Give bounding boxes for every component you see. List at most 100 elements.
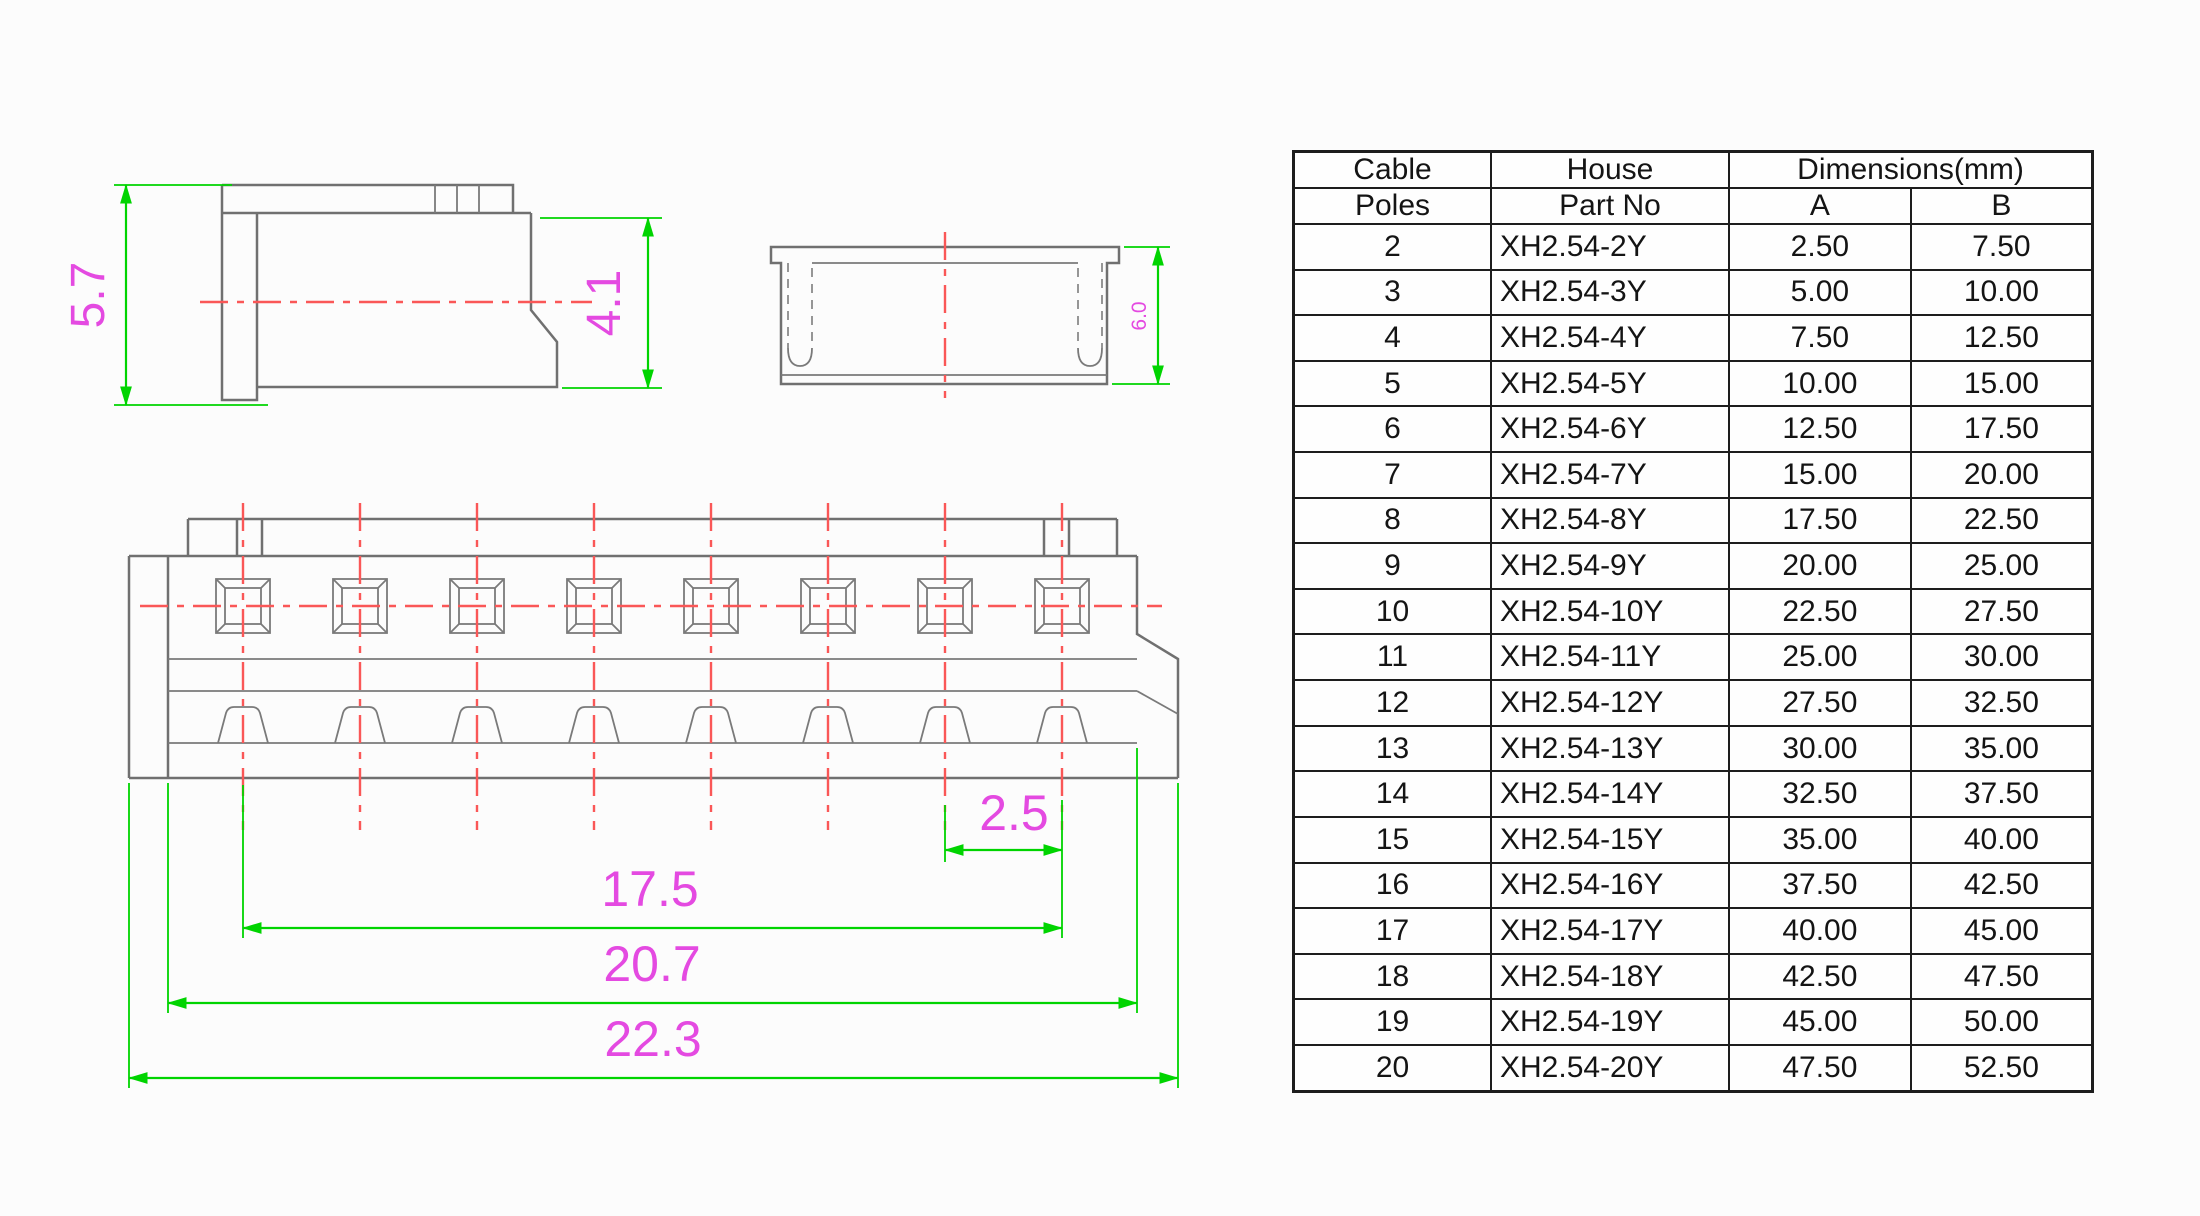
cell-part-no: XH2.54-4Y xyxy=(1490,314,1730,362)
cell-poles: 11 xyxy=(1292,633,1492,682)
table-header-row-1: Cable House Dimensions(mm) xyxy=(1292,150,2094,189)
cell-dim-b: 25.00 xyxy=(1909,542,2094,590)
table-header-row-2: Poles Part No A B xyxy=(1292,187,2094,225)
dim-label-pin-span: 17.5 xyxy=(601,861,698,917)
cell-dim-b: 40.00 xyxy=(1909,815,2094,864)
cell-dim-b: 30.00 xyxy=(1909,633,2094,682)
cell-dim-b: 32.50 xyxy=(1909,679,2094,727)
cell-dim-b: 42.50 xyxy=(1909,861,2094,910)
cell-dim-b: 15.00 xyxy=(1909,359,2094,408)
cell-dim-a: 15.00 xyxy=(1728,451,1912,499)
cell-part-no: XH2.54-14Y xyxy=(1490,770,1730,818)
cell-part-no: XH2.54-3Y xyxy=(1490,268,1730,317)
cell-part-no: XH2.54-2Y xyxy=(1490,223,1730,271)
cell-poles: 20 xyxy=(1292,1043,1492,1093)
header-part-no: Part No xyxy=(1490,187,1730,225)
dim-label-body-height: 4.1 xyxy=(578,270,631,337)
cell-dim-b: 52.50 xyxy=(1909,1043,2094,1093)
header-cable: Cable xyxy=(1292,150,1492,189)
cell-poles: 18 xyxy=(1292,952,1492,1001)
cell-part-no: XH2.54-15Y xyxy=(1490,815,1730,864)
cell-dim-a: 27.50 xyxy=(1728,679,1912,727)
cell-dim-b: 22.50 xyxy=(1909,496,2094,545)
cell-poles: 10 xyxy=(1292,587,1492,636)
cell-part-no: XH2.54-10Y xyxy=(1490,587,1730,636)
cell-dim-a: 42.50 xyxy=(1728,952,1912,1001)
part-dimensions-table: Cable House Dimensions(mm) Poles Part No… xyxy=(1292,150,2094,1093)
dim-label-pitch: 2.5 xyxy=(979,785,1049,841)
cell-poles: 12 xyxy=(1292,679,1492,727)
cell-poles: 19 xyxy=(1292,998,1492,1046)
cell-dim-a: 47.50 xyxy=(1728,1043,1912,1093)
cell-dim-b: 37.50 xyxy=(1909,770,2094,818)
dim-label-overall-height: 5.7 xyxy=(62,262,115,329)
cell-poles: 7 xyxy=(1292,451,1492,499)
cell-part-no: XH2.54-8Y xyxy=(1490,496,1730,545)
cell-dim-b: 35.00 xyxy=(1909,724,2094,773)
cell-part-no: XH2.54-7Y xyxy=(1490,451,1730,499)
dim-label-body-width: 20.7 xyxy=(603,936,700,992)
cell-part-no: XH2.54-18Y xyxy=(1490,952,1730,1001)
cell-dim-a: 5.00 xyxy=(1728,268,1912,317)
cell-dim-b: 50.00 xyxy=(1909,998,2094,1046)
cell-part-no: XH2.54-20Y xyxy=(1490,1043,1730,1093)
cell-dim-a: 22.50 xyxy=(1728,587,1912,636)
plan-view: 2.5 17.5 20.7 22.3 xyxy=(127,501,1180,1088)
cell-part-no: XH2.54-13Y xyxy=(1490,724,1730,773)
cell-dim-a: 40.00 xyxy=(1728,907,1912,955)
cell-poles: 14 xyxy=(1292,770,1492,818)
cell-dim-a: 45.00 xyxy=(1728,998,1912,1046)
cell-dim-a: 10.00 xyxy=(1728,359,1912,408)
dim-label-overall-width: 22.3 xyxy=(604,1011,701,1067)
header-poles: Poles xyxy=(1292,187,1492,225)
cell-dim-a: 12.50 xyxy=(1728,405,1912,454)
header-dimensions: Dimensions(mm) xyxy=(1728,150,2094,189)
cell-poles: 16 xyxy=(1292,861,1492,910)
cell-dim-b: 20.00 xyxy=(1909,451,2094,499)
cell-dim-b: 45.00 xyxy=(1909,907,2094,955)
spec-table-container: Cable House Dimensions(mm) Poles Part No… xyxy=(1292,150,2094,1093)
cell-poles: 6 xyxy=(1292,405,1492,454)
cell-poles: 8 xyxy=(1292,496,1492,545)
cell-dim-b: 27.50 xyxy=(1909,587,2094,636)
cell-part-no: XH2.54-5Y xyxy=(1490,359,1730,408)
cell-dim-a: 25.00 xyxy=(1728,633,1912,682)
cell-part-no: XH2.54-12Y xyxy=(1490,679,1730,727)
cell-poles: 17 xyxy=(1292,907,1492,955)
cell-part-no: XH2.54-9Y xyxy=(1490,542,1730,590)
cell-dim-a: 2.50 xyxy=(1728,223,1912,271)
cell-dim-a: 7.50 xyxy=(1728,314,1912,362)
dim-label-cap-height: 6.0 xyxy=(1128,301,1151,330)
cell-dim-a: 32.50 xyxy=(1728,770,1912,818)
cell-dim-a: 35.00 xyxy=(1728,815,1912,864)
cell-poles: 3 xyxy=(1292,268,1492,317)
cell-poles: 13 xyxy=(1292,724,1492,773)
cell-poles: 9 xyxy=(1292,542,1492,590)
cell-part-no: XH2.54-17Y xyxy=(1490,907,1730,955)
cell-dim-a: 37.50 xyxy=(1728,861,1912,910)
cell-dim-b: 7.50 xyxy=(1909,223,2094,271)
cell-dim-a: 20.00 xyxy=(1728,542,1912,590)
cell-poles: 4 xyxy=(1292,314,1492,362)
cell-dim-b: 17.50 xyxy=(1909,405,2094,454)
cell-poles: 2 xyxy=(1292,223,1492,271)
cell-poles: 15 xyxy=(1292,815,1492,864)
cell-dim-b: 12.50 xyxy=(1909,314,2094,362)
